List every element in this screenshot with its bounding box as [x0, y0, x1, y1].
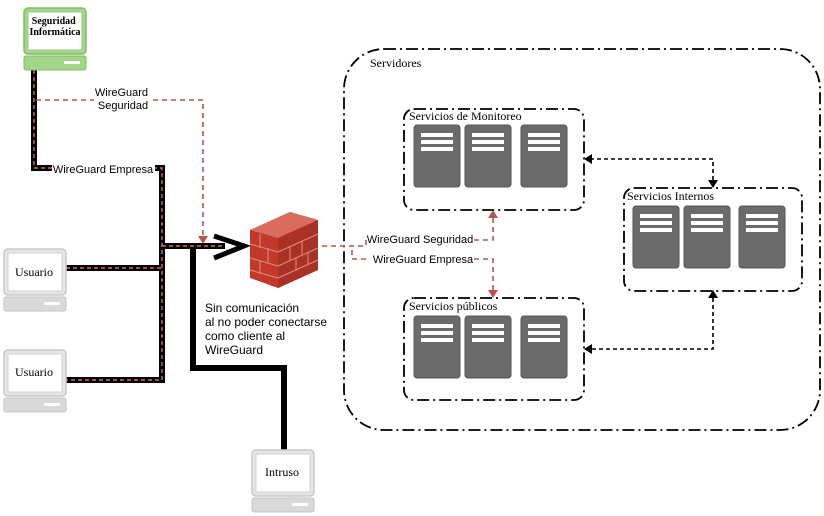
company-network-lines — [31, 70, 287, 452]
internal-servers — [632, 205, 786, 269]
company-link-label: WireGuard Empresa — [53, 164, 154, 176]
fw-security-label: WireGuard Seguridad — [367, 234, 473, 246]
arrow-to-firewall — [213, 233, 252, 261]
internal-group — [623, 187, 803, 292]
security-vpn-link — [36, 99, 204, 240]
user2-computer — [3, 349, 67, 413]
server-icon — [632, 205, 680, 269]
user1-computer — [3, 248, 67, 312]
arrowhead-monitoring — [488, 210, 498, 218]
server-icon — [738, 205, 786, 269]
server-icon — [520, 124, 568, 188]
user1-label: Usuario — [15, 265, 53, 279]
public-group-label: Servicios públicos — [409, 299, 498, 313]
server-icon — [413, 124, 461, 188]
server-icon — [464, 124, 512, 188]
security-vpn-arrowhead — [198, 236, 208, 244]
company-vpn-dashes — [33, 70, 225, 381]
servers-group — [343, 48, 821, 431]
monitoring-servers — [413, 124, 568, 188]
server-icon — [683, 205, 731, 269]
internal-links — [590, 158, 714, 350]
servers-group-label: Servidores — [370, 56, 422, 70]
firewall-service-links — [322, 216, 494, 292]
security-computer — [23, 7, 87, 71]
server-icon — [413, 315, 461, 379]
monitoring-group — [403, 108, 585, 211]
internal-arrowheads — [584, 154, 718, 354]
server-icon — [464, 315, 512, 379]
monitoring-group-label: Servicios de Monitoreo — [409, 109, 522, 123]
firewall-icon — [249, 212, 319, 288]
security-link-label: WireGuard Seguridad — [95, 87, 151, 112]
intruder-note: Sin comunicación al no poder conectarse … — [205, 301, 330, 357]
internal-group-label: Servicios Internos — [627, 189, 714, 203]
server-icon — [520, 315, 568, 379]
user2-label: Usuario — [15, 365, 53, 379]
security-computer-label: Seguridad Informática — [29, 16, 80, 38]
intruder-computer — [251, 449, 315, 513]
public-group — [403, 297, 585, 401]
arrowhead-public — [488, 290, 498, 298]
fw-company-label: WireGuard Empresa — [373, 254, 474, 266]
public-servers — [413, 315, 568, 379]
intruder-label: Intruso — [265, 465, 299, 479]
